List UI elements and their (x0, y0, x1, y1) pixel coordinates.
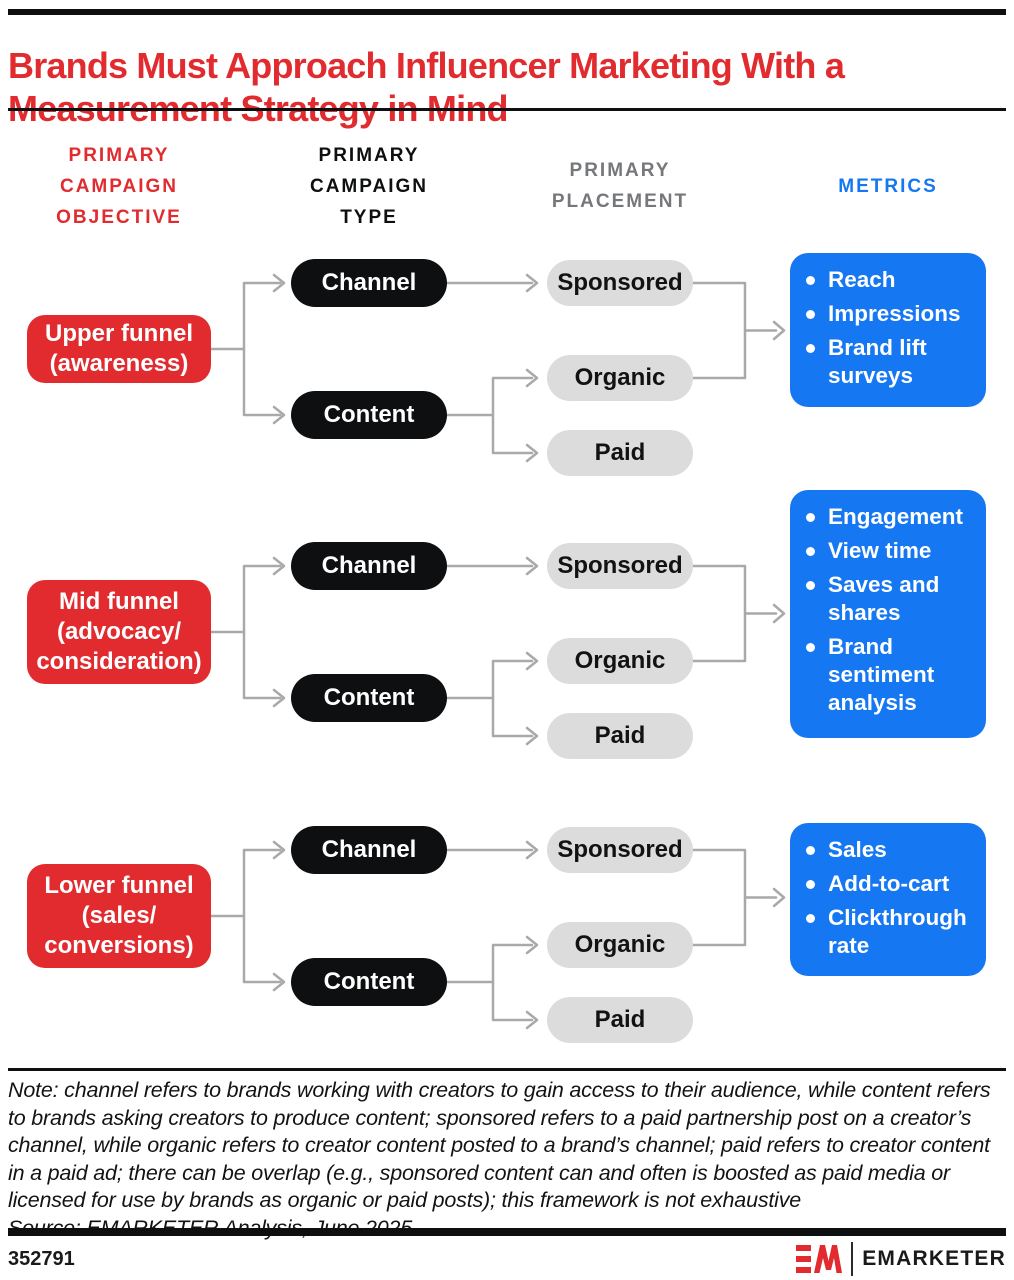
title-rule (8, 108, 1006, 111)
placement-sponsored: Sponsored (547, 827, 693, 873)
metric-item: View time (804, 537, 978, 565)
metric-item: Sales (804, 836, 978, 864)
placement-paid: Paid (547, 430, 693, 476)
brand-wordmark: EMARKETER (862, 1247, 1006, 1270)
column-header-objective: PRIMARY CAMPAIGN OBJECTIVE (56, 145, 182, 228)
footer-rule (8, 1228, 1006, 1236)
objective-box: Lower funnel (sales/ conversions) (27, 864, 211, 968)
placement-paid: Paid (547, 997, 693, 1043)
placement-sponsored: Sponsored (547, 260, 693, 306)
page-title: Brands Must Approach Influencer Marketin… (8, 45, 845, 130)
placement-organic: Organic (547, 922, 693, 968)
logo-divider (851, 1242, 854, 1276)
emarketer-logo-icon (796, 1245, 843, 1273)
placement-organic: Organic (547, 638, 693, 684)
metric-item: Engagement (804, 503, 978, 531)
flow-row-mid-funnel: Mid funnel (advocacy/ consideration) Cha… (0, 490, 1014, 762)
campaign-type-content: Content (291, 674, 447, 722)
column-header-metrics: METRICS (838, 176, 938, 197)
campaign-type-channel: Channel (291, 826, 447, 874)
column-header-placement: PRIMARY PLACEMENT (551, 160, 689, 212)
placement-paid: Paid (547, 713, 693, 759)
flow-row-upper-funnel: Upper funnel (awareness) Channel Content… (0, 253, 1014, 479)
metric-item: Add-to-cart (804, 870, 978, 898)
brand-lockup: EMARKETER (796, 1242, 1006, 1276)
note-rule (8, 1068, 1006, 1071)
chart-id: 352791 (8, 1248, 75, 1270)
metric-item: Saves and shares (804, 571, 978, 627)
metric-item: Reach (804, 266, 978, 294)
metric-item: Clickthrough rate (804, 904, 978, 960)
campaign-type-channel: Channel (291, 259, 447, 307)
campaign-type-channel: Channel (291, 542, 447, 590)
top-rule (8, 9, 1006, 15)
objective-box: Upper funnel (awareness) (27, 315, 211, 383)
campaign-type-content: Content (291, 391, 447, 439)
flow-row-lower-funnel: Lower funnel (sales/ conversions) Channe… (0, 823, 1014, 1046)
placement-organic: Organic (547, 355, 693, 401)
placement-sponsored: Sponsored (547, 543, 693, 589)
metric-item: Brand sentiment analysis (804, 633, 978, 717)
footnote: Note: channel refers to brands working w… (8, 1077, 1008, 1242)
objective-box: Mid funnel (advocacy/ consideration) (27, 580, 211, 684)
note-text: Note: channel refers to brands working w… (8, 1078, 991, 1212)
column-header-campaign-type: PRIMARY CAMPAIGN TYPE (309, 145, 429, 228)
metric-item: Brand lift surveys (804, 334, 978, 390)
metric-item: Impressions (804, 300, 978, 328)
campaign-type-content: Content (291, 958, 447, 1006)
